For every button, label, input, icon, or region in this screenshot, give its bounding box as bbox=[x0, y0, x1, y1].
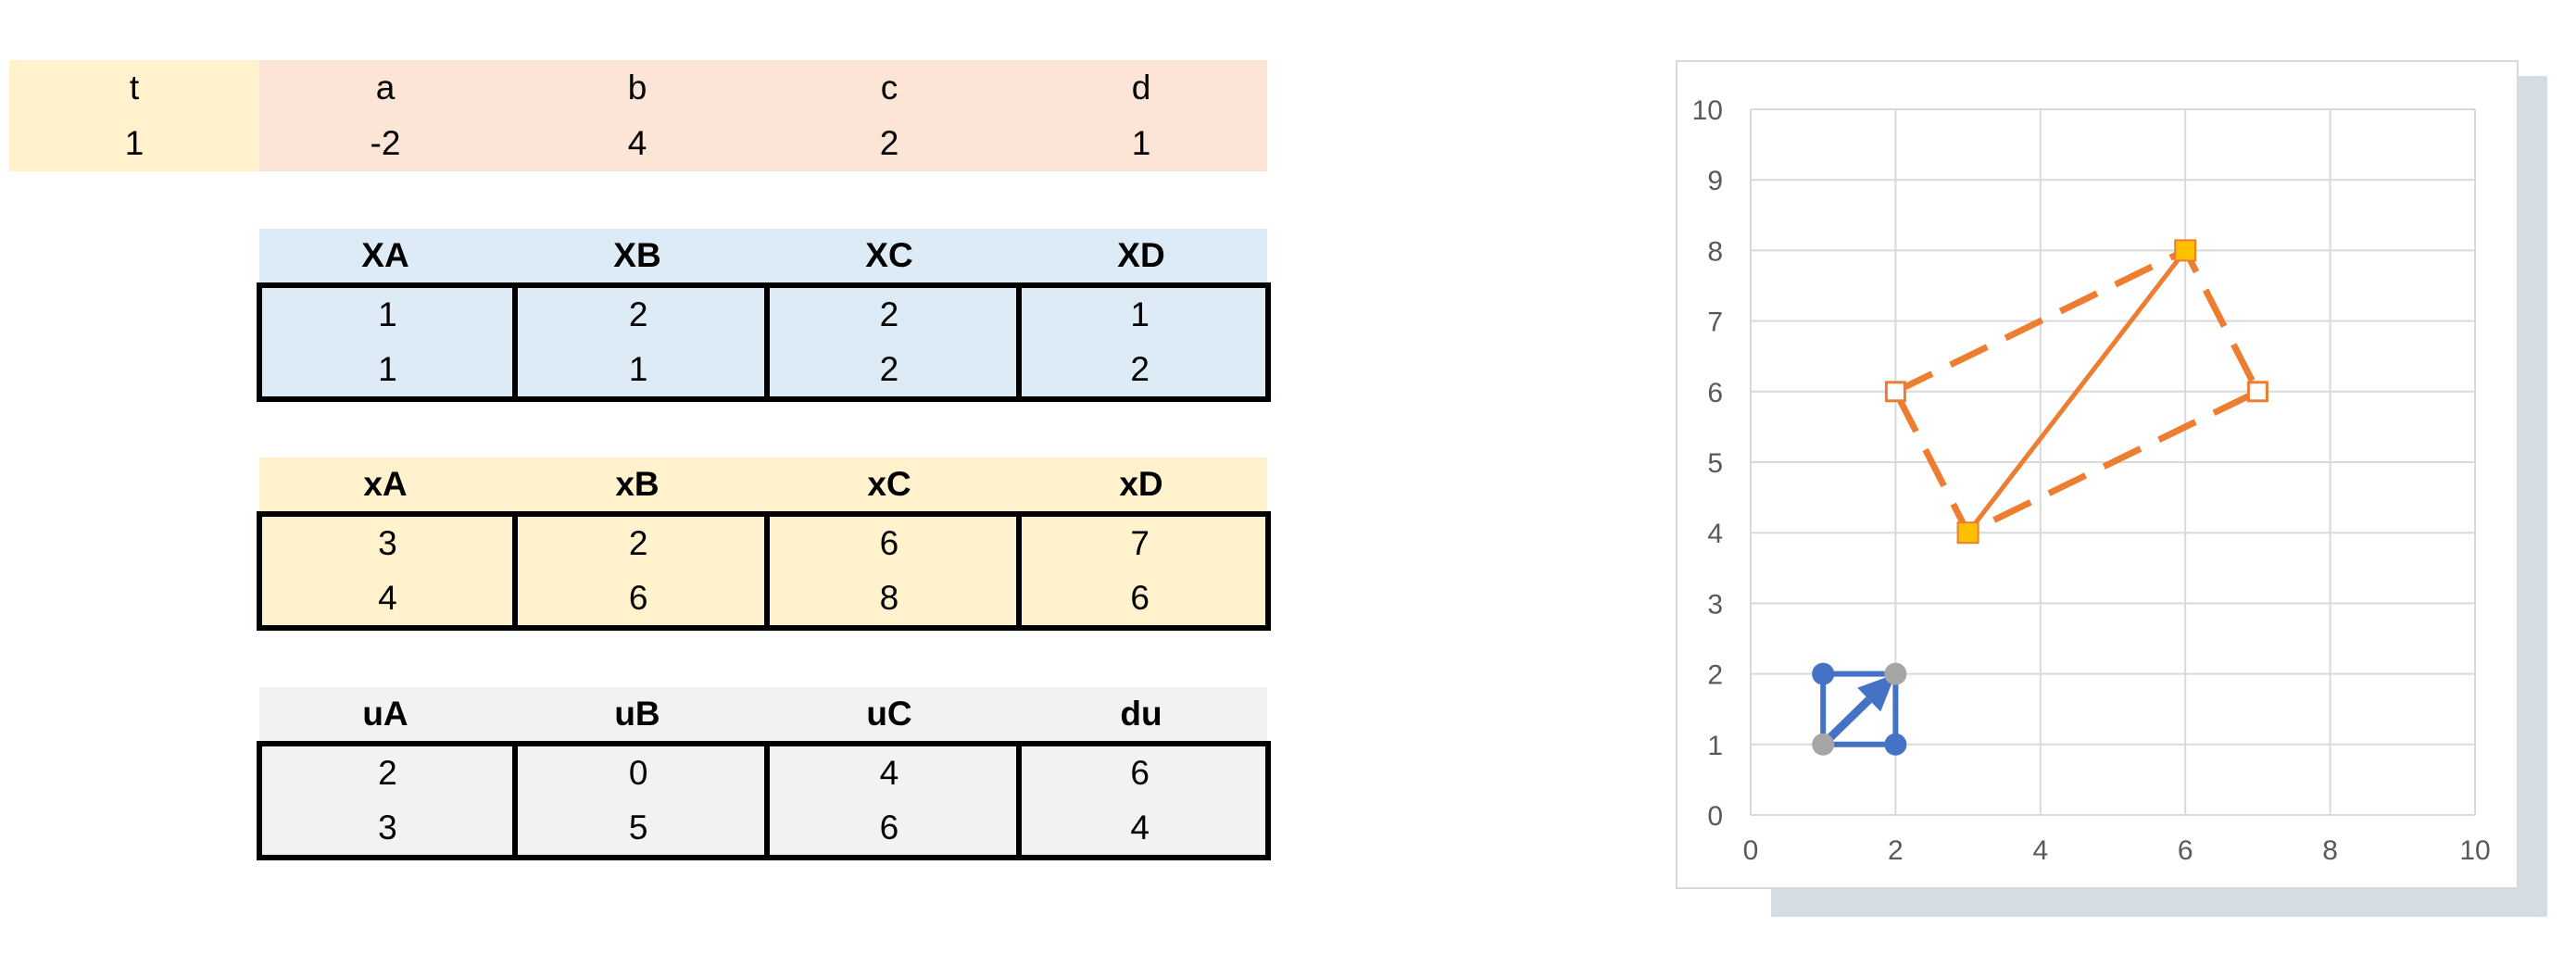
param-d-header[interactable]: d bbox=[1015, 60, 1267, 116]
table-X-divider bbox=[764, 288, 770, 396]
table-x-cell[interactable]: 6 bbox=[1130, 579, 1150, 617]
table-u-header-row: uA uB uC du bbox=[259, 687, 1267, 741]
table-x-body: 3 2 6 7 4 6 8 6 bbox=[257, 511, 1271, 631]
param-t-header[interactable]: t bbox=[9, 60, 259, 116]
param-c-value[interactable]: 2 bbox=[763, 116, 1015, 171]
param-b-value[interactable]: 4 bbox=[511, 116, 763, 171]
table-u-cell[interactable]: 0 bbox=[628, 754, 648, 792]
table-X-cell[interactable]: 2 bbox=[879, 350, 899, 388]
table-x-header-xB[interactable]: xB bbox=[511, 458, 763, 511]
param-a-header[interactable]: a bbox=[259, 60, 511, 116]
table-u-body: 2 0 4 6 3 5 6 4 bbox=[257, 741, 1271, 860]
table-row: 2 0 4 6 bbox=[262, 746, 1265, 800]
table-x-cell[interactable]: 3 bbox=[378, 524, 397, 562]
table-row: 1 1 2 2 bbox=[262, 343, 1265, 396]
table-x-divider bbox=[512, 517, 518, 625]
param-a-value[interactable]: -2 bbox=[259, 116, 511, 171]
table-x-cell[interactable]: 8 bbox=[879, 579, 899, 617]
table-X-cell[interactable]: 2 bbox=[628, 295, 648, 333]
table-x-divider bbox=[764, 517, 770, 625]
table-X-header-row: XA XB XC XD bbox=[259, 229, 1267, 282]
table-X-cell[interactable]: 2 bbox=[879, 295, 899, 333]
param-d-value[interactable]: 1 bbox=[1015, 116, 1267, 171]
table-X-header-XD[interactable]: XD bbox=[1015, 229, 1267, 282]
table-x-header-xA[interactable]: xA bbox=[259, 458, 511, 511]
table-X-header-XC[interactable]: XC bbox=[763, 229, 1015, 282]
table-row: 3 5 6 4 bbox=[262, 801, 1265, 855]
table-x-cell[interactable]: 4 bbox=[378, 579, 397, 617]
table-X-header-XA[interactable]: XA bbox=[259, 229, 511, 282]
table-X-cell[interactable]: 2 bbox=[1130, 350, 1150, 388]
table-X-cell[interactable]: 1 bbox=[1130, 295, 1150, 333]
table-u-cell[interactable]: 3 bbox=[378, 809, 397, 846]
param-value-row: 1 -2 4 2 1 bbox=[9, 116, 1267, 171]
table-u-header-uB[interactable]: uB bbox=[511, 687, 763, 741]
table-X-divider bbox=[512, 288, 518, 396]
param-t-value[interactable]: 1 bbox=[9, 116, 259, 171]
table-X-header-XB[interactable]: XB bbox=[511, 229, 763, 282]
table-x-header-xC[interactable]: xC bbox=[763, 458, 1015, 511]
table-x-cell[interactable]: 6 bbox=[628, 579, 648, 617]
table-row: 4 6 8 6 bbox=[262, 571, 1265, 625]
table-u-cell[interactable]: 2 bbox=[378, 754, 397, 792]
table-u-divider bbox=[1016, 746, 1022, 855]
table-x-cell[interactable]: 2 bbox=[628, 524, 648, 562]
table-row: 1 2 2 1 bbox=[262, 288, 1265, 342]
table-X-cell[interactable]: 1 bbox=[628, 350, 648, 388]
chart-area[interactable] bbox=[1676, 60, 2519, 889]
table-x-divider bbox=[1016, 517, 1022, 625]
table-x-header-xD[interactable]: xD bbox=[1015, 458, 1267, 511]
table-x-cell[interactable]: 7 bbox=[1130, 524, 1150, 562]
table-row: 3 2 6 7 bbox=[262, 517, 1265, 570]
param-b-header[interactable]: b bbox=[511, 60, 763, 116]
table-X-cell[interactable]: 1 bbox=[378, 350, 397, 388]
table-X-body: 1 2 2 1 1 1 2 2 bbox=[257, 282, 1271, 402]
table-X-divider bbox=[1016, 288, 1022, 396]
param-c-header[interactable]: c bbox=[763, 60, 1015, 116]
table-u-cell[interactable]: 4 bbox=[1130, 809, 1150, 846]
table-x-header-row: xA xB xC xD bbox=[259, 458, 1267, 511]
table-x-cell[interactable]: 6 bbox=[879, 524, 899, 562]
table-u-divider bbox=[512, 746, 518, 855]
table-u-header-du[interactable]: du bbox=[1015, 687, 1267, 741]
table-X-cell[interactable]: 1 bbox=[378, 295, 397, 333]
table-u-header-uA[interactable]: uA bbox=[259, 687, 511, 741]
table-u-cell[interactable]: 6 bbox=[1130, 754, 1150, 792]
table-u-cell[interactable]: 6 bbox=[879, 809, 899, 846]
table-u-cell[interactable]: 5 bbox=[628, 809, 648, 846]
table-u-cell[interactable]: 4 bbox=[879, 754, 899, 792]
param-header-row: t a b c d bbox=[9, 60, 1267, 116]
table-u-divider bbox=[764, 746, 770, 855]
table-u-header-uC[interactable]: uC bbox=[763, 687, 1015, 741]
